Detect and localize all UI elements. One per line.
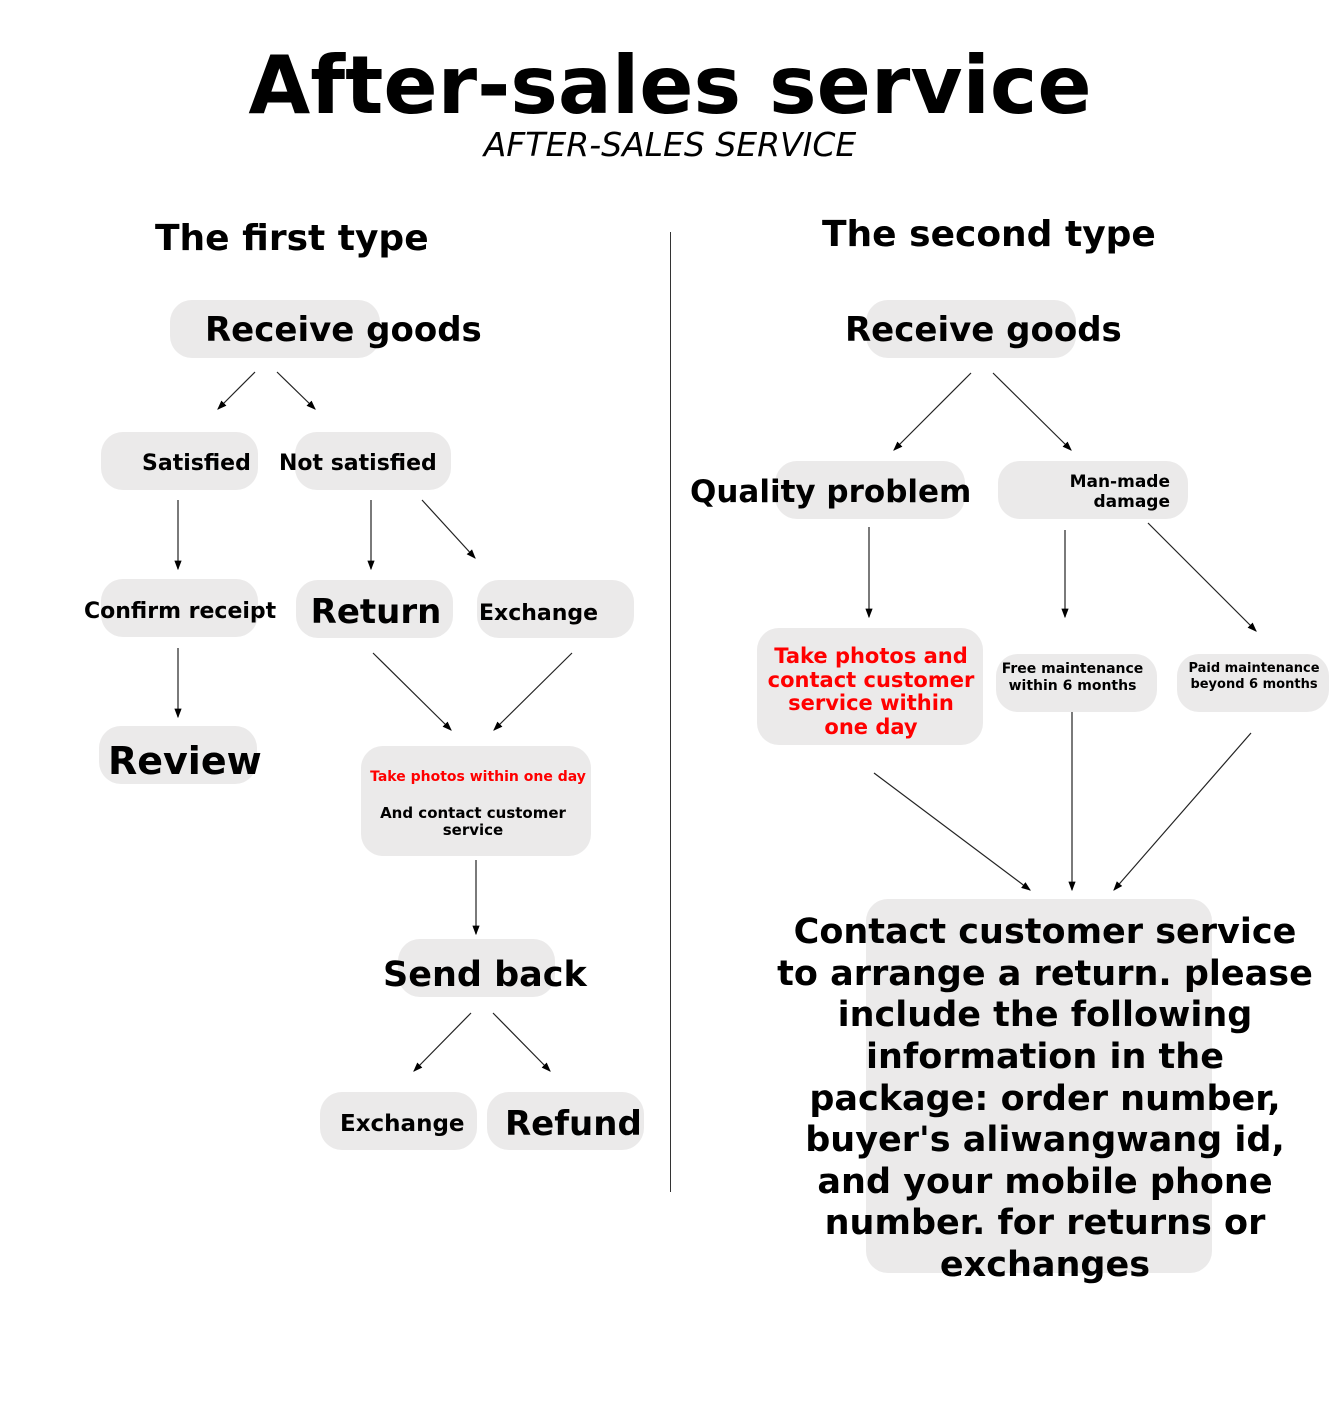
return-box	[296, 580, 453, 638]
refund-box	[487, 1092, 644, 1150]
satisfied-box	[101, 432, 258, 490]
refund: Refund	[505, 1104, 642, 1144]
paid-maintenance: Paid maintenance beyond 6 months	[1188, 661, 1320, 692]
receive-goods-box-1	[170, 300, 380, 358]
receive-goods-box-2	[866, 300, 1076, 358]
flow-arrow	[873, 772, 1031, 891]
title: After-sales service	[248, 39, 1092, 132]
subtitle: AFTER-SALES SERVICE	[483, 125, 857, 164]
photos-black: And contact customer service	[380, 804, 566, 840]
send-back: Send back	[383, 955, 587, 995]
confirm-box	[101, 579, 258, 637]
not-satisfied: Not satisfied	[279, 451, 437, 476]
review: Review	[108, 739, 262, 783]
photos-red-2: Take photos and contact customer service…	[767, 644, 975, 739]
manmade-damage: Man-made damage	[1069, 472, 1170, 512]
quality-box	[775, 461, 965, 519]
exchange-2: Exchange	[340, 1111, 465, 1137]
manmade-box	[998, 461, 1188, 519]
flow-arrow	[276, 371, 316, 410]
confirm-receipt: Confirm receipt	[84, 599, 277, 624]
exchange2-box	[320, 1092, 477, 1150]
divider	[670, 232, 671, 1192]
exchange-box	[477, 580, 634, 638]
not-satisfied-box	[295, 432, 451, 490]
flow-arrow	[492, 1012, 551, 1072]
flow-arrow	[1147, 522, 1257, 632]
photos-red: Take photos within one day	[370, 769, 586, 785]
flow-arrow	[413, 1012, 472, 1072]
quality-problem: Quality problem	[690, 474, 972, 510]
free-maintenance: Free maintenance within 6 months	[1001, 661, 1144, 694]
flow-arrow	[217, 371, 256, 410]
exchange: Exchange	[479, 601, 599, 626]
satisfied: Satisfied	[142, 451, 251, 476]
receive-goods-2: Receive goods	[845, 310, 1122, 350]
free-box	[996, 654, 1157, 712]
flow-arrow	[493, 652, 573, 731]
photos-box-1	[361, 746, 591, 856]
flow-arrow	[372, 652, 452, 731]
photos-box-2	[757, 628, 983, 745]
flow-arrow	[992, 372, 1072, 451]
second-type-heading: The second type	[822, 214, 1156, 255]
contact-box	[866, 899, 1212, 1273]
receive-goods-1: Receive goods	[205, 310, 482, 350]
return: Return	[310, 592, 442, 632]
flow-arrow	[1113, 732, 1252, 891]
flow-arrow	[893, 372, 972, 451]
paid-box	[1177, 654, 1329, 712]
review-box	[99, 726, 257, 784]
first-type-heading: The first type	[155, 218, 429, 259]
contact-instructions: Contact customer service to arrange a re…	[777, 912, 1313, 1286]
flow-arrow	[421, 499, 476, 559]
send-back-box	[398, 939, 555, 997]
